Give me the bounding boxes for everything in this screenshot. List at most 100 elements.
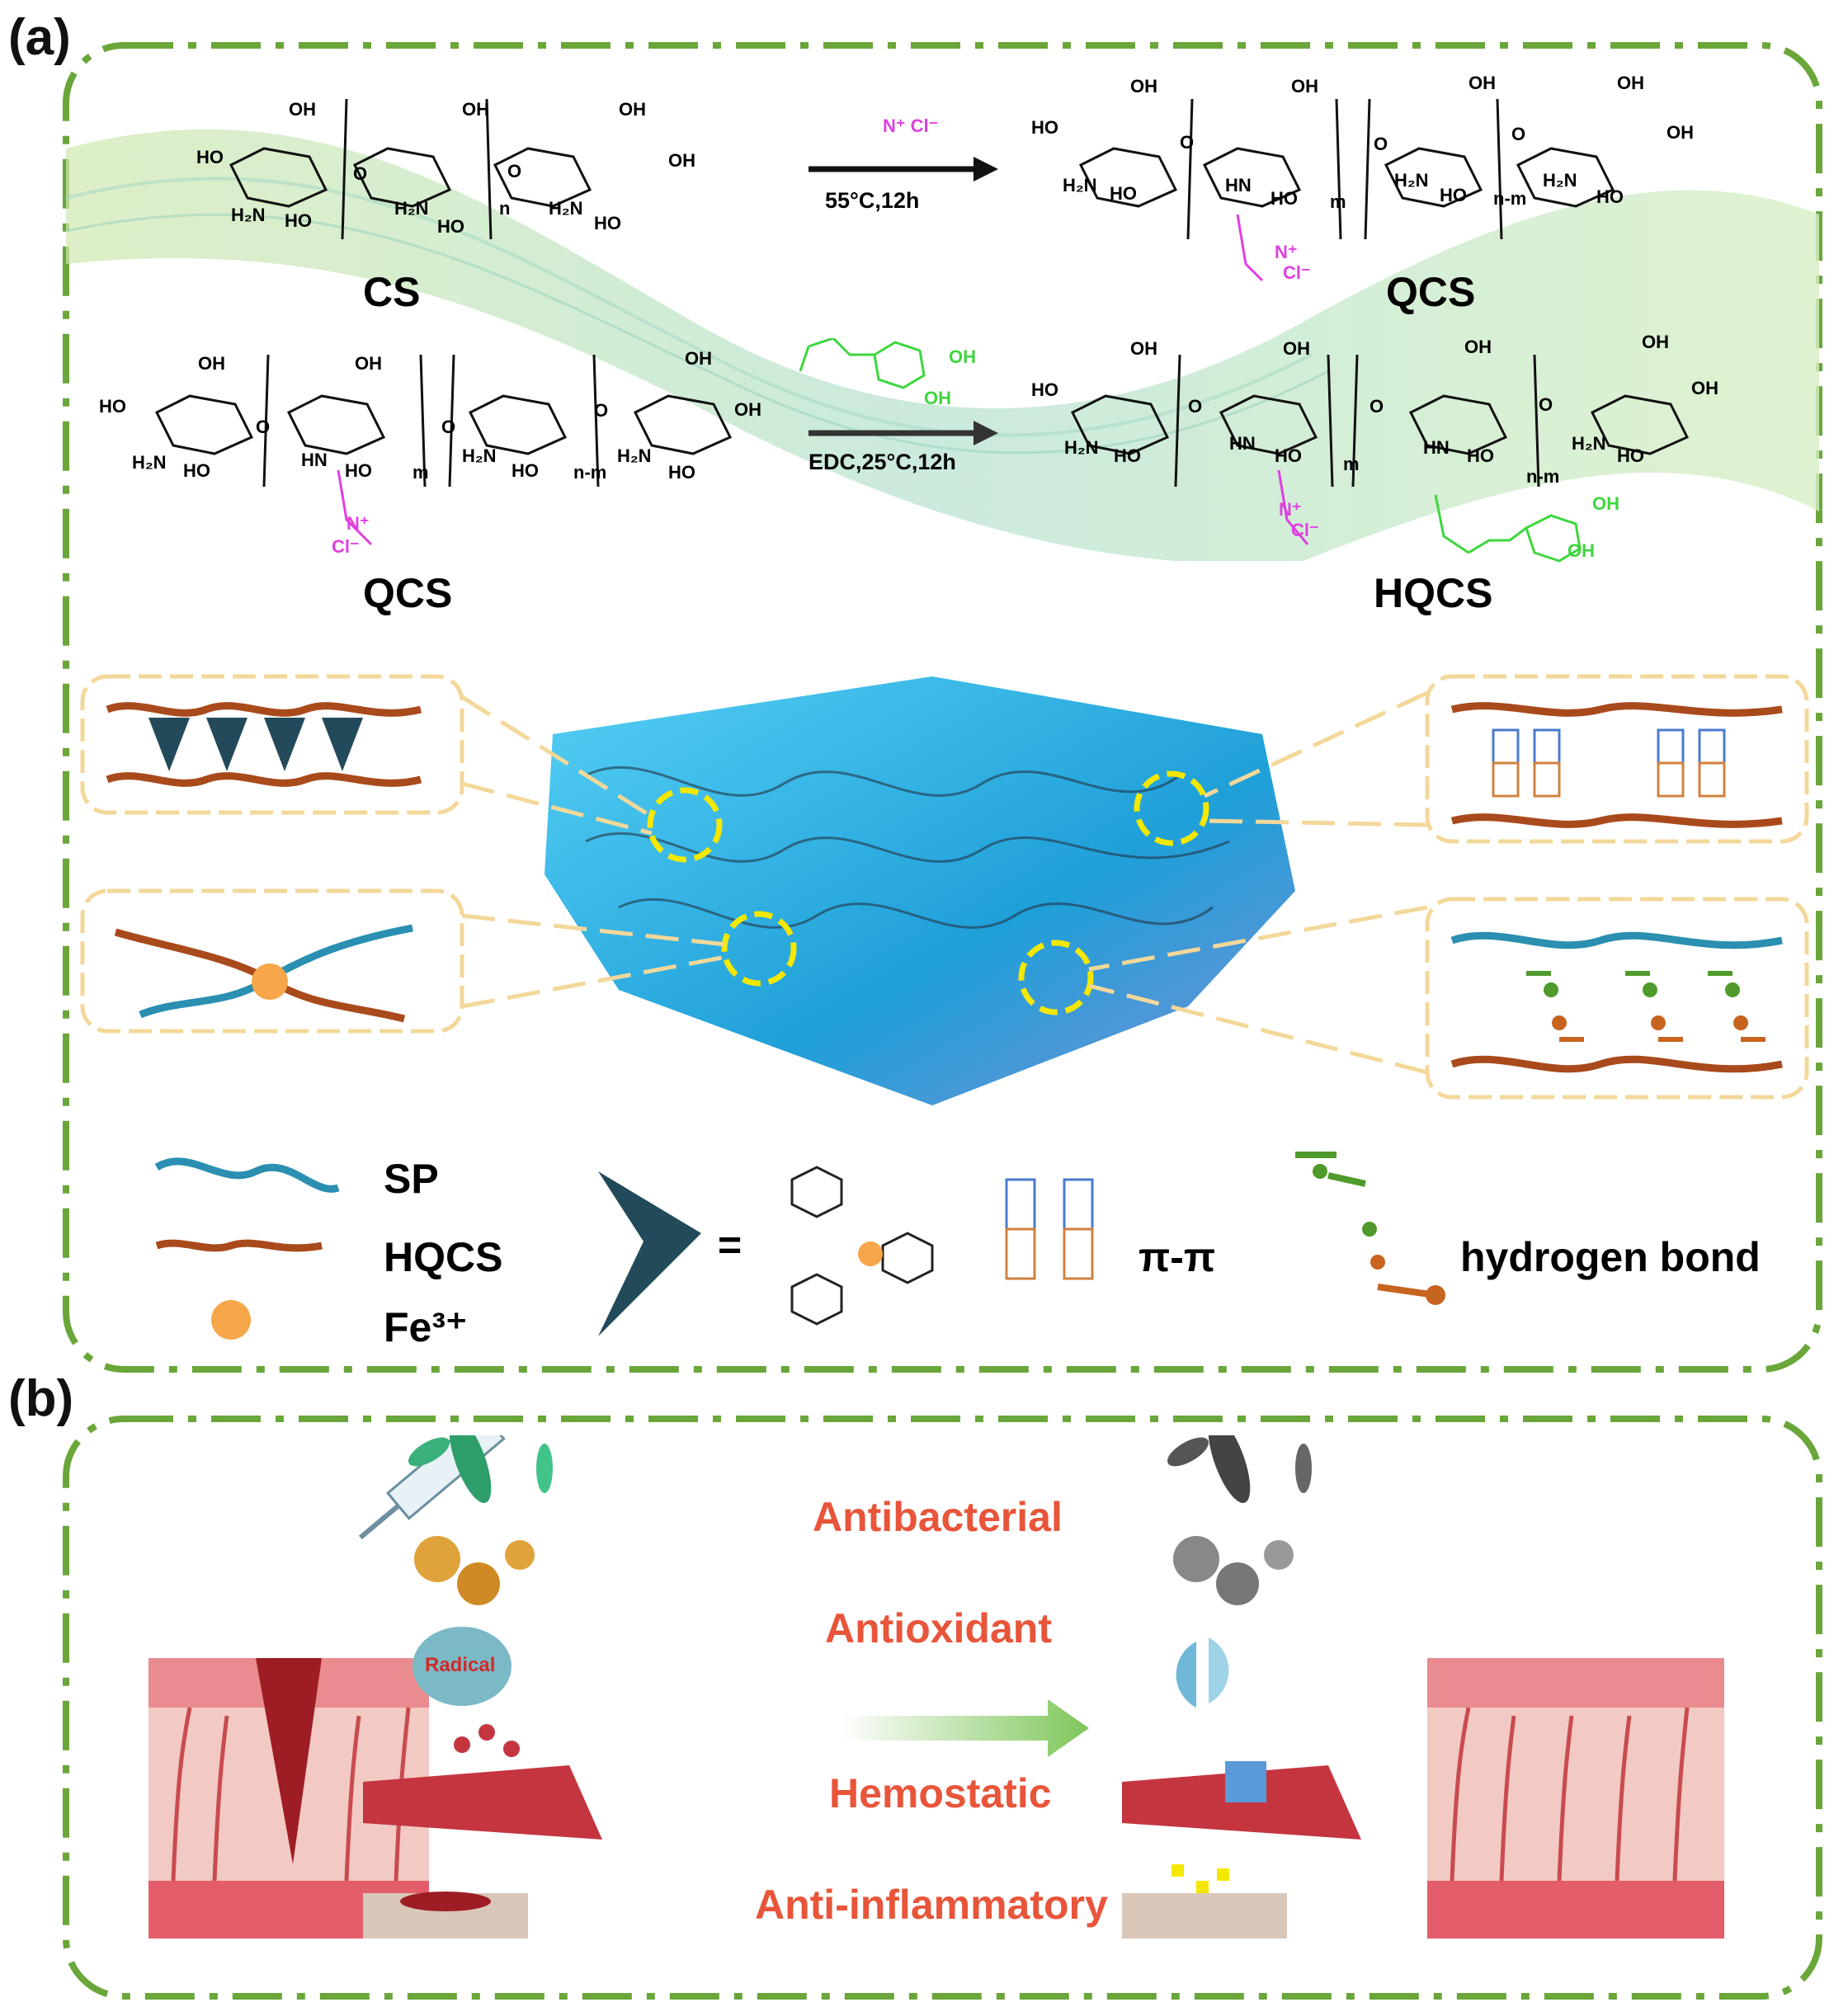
panel-b-frame bbox=[63, 1416, 1822, 2000]
hqcs-o-b: O bbox=[1370, 396, 1384, 417]
qcs-cl: Cl⁻ bbox=[332, 536, 360, 557]
vessel-sealed bbox=[1122, 1761, 1361, 1840]
o-3: O bbox=[1180, 132, 1195, 153]
hqcs-label: HQCS bbox=[1374, 570, 1493, 616]
legend-pipi-label: π-π bbox=[1138, 1234, 1216, 1280]
reaction-1-structures bbox=[229, 98, 1615, 282]
hqcs-nplus: N⁺ bbox=[1279, 499, 1302, 520]
panel-a-frame bbox=[63, 42, 1822, 1373]
cs-label: CS bbox=[363, 269, 421, 315]
highlight-circle-3 bbox=[721, 911, 797, 987]
qcs-o-c: O bbox=[594, 400, 609, 421]
reagent-1: N⁺ Cl⁻ bbox=[883, 115, 939, 136]
qcs-oh-b: OH bbox=[355, 353, 382, 374]
hqcs-hn-a: HN bbox=[1229, 433, 1256, 454]
hqcs-nm-a: n-m bbox=[1526, 466, 1560, 487]
legend-sp-label: SP bbox=[384, 1156, 439, 1202]
o-4: O bbox=[1374, 134, 1388, 154]
m-1: m bbox=[1330, 191, 1346, 212]
qcs-oh-a: OH bbox=[198, 353, 225, 374]
legend-fe-complex-triangle bbox=[598, 1171, 701, 1336]
qcs-o-a: O bbox=[256, 417, 271, 437]
radical-label: Radical bbox=[425, 1654, 496, 1676]
vessel-bleeding bbox=[363, 1724, 602, 1840]
oh-2: OH bbox=[462, 99, 489, 120]
hqcs-ho-d: HO bbox=[1467, 445, 1494, 466]
h2n-6: H₂N bbox=[1543, 170, 1577, 191]
hqcs-ho-e: HO bbox=[1617, 445, 1644, 466]
qcs-ho-b: HO bbox=[183, 460, 210, 481]
highlight-circle-4 bbox=[1018, 940, 1094, 1015]
legend-hbond-label: hydrogen bond bbox=[1460, 1234, 1761, 1280]
hqcs-oh-cat1: OH bbox=[1592, 493, 1619, 514]
cl-1: Cl⁻ bbox=[1283, 262, 1311, 283]
tissue-inflamed bbox=[363, 1892, 528, 1939]
condition-1: 55°C,12h bbox=[825, 188, 920, 213]
o-5: O bbox=[1511, 124, 1526, 144]
panel-b-illustrations bbox=[148, 1435, 1724, 1939]
zoom-box-pi-pi bbox=[1425, 674, 1809, 844]
oh-8: OH bbox=[1617, 73, 1644, 93]
hydrogel-block bbox=[544, 676, 1295, 1105]
hqcs-h2n-b: H₂N bbox=[1572, 433, 1606, 454]
condition-2: EDC,25°C,12h bbox=[808, 450, 956, 474]
healed-skin bbox=[1427, 1658, 1724, 1939]
qcs-nplus: N⁺ bbox=[346, 513, 370, 534]
legend-fe-label: Fe³⁺ bbox=[384, 1304, 468, 1350]
reagent-2: OH bbox=[949, 346, 976, 367]
qcs-ho-a: HO bbox=[99, 396, 126, 417]
legend-sp-chain bbox=[154, 1157, 340, 1193]
highlight-circle-1 bbox=[647, 787, 723, 863]
hqcs-ho-b: HO bbox=[1114, 445, 1141, 466]
qcs-ho-e: HO bbox=[668, 462, 695, 483]
o-2: O bbox=[507, 161, 522, 181]
bacteria-gray bbox=[1167, 1435, 1312, 1605]
hqcs-h2n-a: H₂N bbox=[1064, 437, 1099, 458]
ho-7: HO bbox=[1270, 188, 1298, 209]
hqcs-oh-a: OH bbox=[1130, 338, 1157, 359]
hqcs-oh-b: OH bbox=[1283, 338, 1310, 359]
hqcs-ho-a: HO bbox=[1031, 379, 1058, 400]
ho-1: HO bbox=[196, 147, 224, 167]
nm-1: n-m bbox=[1493, 188, 1527, 209]
ribbon-background bbox=[66, 129, 1819, 561]
tissue-healed bbox=[1122, 1864, 1287, 1939]
radical-sphere bbox=[412, 1627, 512, 1706]
highlight-circle-2 bbox=[1134, 770, 1209, 846]
h2n-4: H₂N bbox=[1063, 175, 1097, 196]
ho-6: HO bbox=[1110, 183, 1137, 204]
oh-5: OH bbox=[1130, 76, 1157, 97]
legend-equals: = bbox=[718, 1222, 742, 1268]
bacteria-colored bbox=[408, 1435, 553, 1605]
n-1: n bbox=[499, 198, 511, 219]
legend-pipi-icon bbox=[1005, 1178, 1094, 1280]
property-hemostatic: Hemostatic bbox=[829, 1770, 1052, 1816]
cs-ring-2 bbox=[352, 147, 452, 208]
ho-8: HO bbox=[1440, 185, 1467, 205]
radical-split bbox=[1176, 1637, 1229, 1708]
hqcs-cl: Cl⁻ bbox=[1291, 520, 1319, 540]
hqcs-m-a: m bbox=[1343, 454, 1360, 474]
oh-4: OH bbox=[668, 150, 695, 171]
hqcs-o-a: O bbox=[1188, 396, 1203, 417]
legend-catechol-complex bbox=[790, 1166, 934, 1326]
legend-fe-ion bbox=[211, 1300, 251, 1340]
oh-3: OH bbox=[619, 99, 646, 120]
panel-a-border bbox=[63, 42, 1822, 1373]
qcs-ho-c: HO bbox=[345, 460, 372, 481]
oh-6: OH bbox=[1291, 76, 1318, 97]
hn-1: HN bbox=[1225, 175, 1252, 196]
qcs-m-a: m bbox=[412, 462, 429, 483]
panel-b-tag: (b) bbox=[8, 1370, 74, 1427]
property-anti-inflammatory: Anti-inflammatory bbox=[755, 1882, 1108, 1928]
zoom-box-fe-catechol bbox=[80, 674, 464, 815]
qcs-h2n-c: H₂N bbox=[617, 445, 652, 466]
legend-icons bbox=[154, 1152, 1445, 1340]
h2n-2: H₂N bbox=[394, 198, 429, 219]
property-antioxidant: Antioxidant bbox=[825, 1605, 1052, 1651]
legend-fe-center bbox=[858, 1241, 883, 1266]
cs-ring-3 bbox=[493, 147, 592, 208]
oh-9: OH bbox=[1666, 122, 1694, 143]
hqcs-oh-cat2: OH bbox=[1568, 540, 1595, 561]
qcs-label-top: QCS bbox=[1386, 269, 1476, 315]
